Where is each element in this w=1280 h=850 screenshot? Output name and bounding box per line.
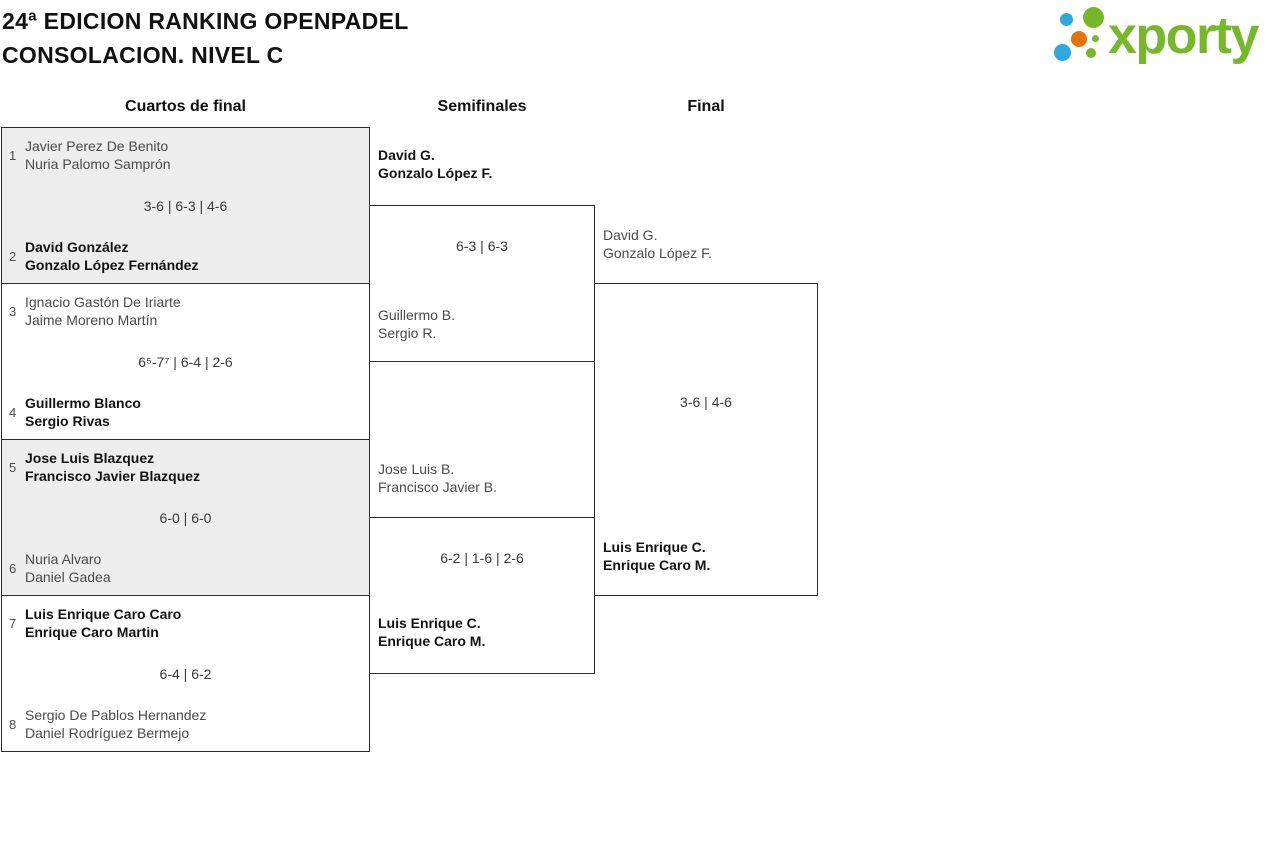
team-names: Sergio De Pablos Hernandez Daniel Rodríg…: [25, 706, 206, 742]
player-name: Enrique Caro M.: [603, 557, 711, 573]
seed-number: 1: [9, 147, 17, 163]
player-name: Enrique Caro M.: [378, 633, 486, 649]
player-name: Gonzalo López F.: [603, 245, 712, 261]
player-name: Francisco Javier Blazquez: [25, 468, 201, 484]
match-score: 6-3 | 6-3: [456, 238, 508, 254]
seed-number: 2: [9, 248, 17, 264]
player-name: Ignacio Gastón De Iriarte: [25, 294, 181, 310]
player-name: Sergio Rivas: [25, 413, 110, 429]
team-names: Nuria Alvaro Daniel Gadea: [25, 550, 111, 586]
sf-match-1: 6-3 | 6-3: [369, 205, 595, 362]
player-name: Guillermo B.: [378, 307, 456, 323]
player-name: Guillermo Blanco: [25, 395, 141, 411]
logo-wordmark: xporty: [1108, 7, 1259, 65]
player-name: Gonzalo López F.: [378, 165, 493, 181]
qf-match-1: 1 Javier Perez De Benito Nuria Palomo Sa…: [1, 127, 370, 284]
page-title-line2: CONSOLACION. NIVEL C: [2, 42, 284, 68]
sf2-bottom-team: Luis Enrique C. Enrique Caro M.: [378, 614, 485, 650]
qf-match-4: 7 Luis Enrique Caro Caro Enrique Caro Ma…: [1, 595, 370, 752]
player-name: Daniel Gadea: [25, 569, 111, 585]
player-name: Nuria Alvaro: [25, 551, 102, 567]
team-row: 2 David González Gonzalo López Fernández: [9, 238, 363, 274]
qf-match-3: 5 Jose Luis Blazquez Francisco Javier Bl…: [1, 439, 370, 596]
player-name: Javier Perez De Benito: [25, 138, 169, 154]
player-name: Jose Luis B.: [378, 461, 455, 477]
final-match: 3-6 | 4-6: [594, 283, 818, 596]
page-title-line1: 24ª EDICION RANKING OPENPADEL: [2, 8, 409, 34]
seed-number: 7: [9, 615, 17, 631]
team-names: David González Gonzalo López Fernández: [25, 238, 198, 274]
match-score: 6-0 | 6-0: [159, 510, 212, 526]
team-row: 4 Guillermo Blanco Sergio Rivas: [9, 394, 363, 430]
match-score: 3-6 | 6-3 | 4-6: [143, 198, 228, 214]
match-score: 6-2 | 1-6 | 2-6: [440, 550, 524, 566]
team-names: Luis Enrique Caro Caro Enrique Caro Mart…: [25, 605, 181, 641]
match-score: 6-4 | 6-2: [159, 666, 212, 682]
team-row: 8 Sergio De Pablos Hernandez Daniel Rodr…: [9, 706, 363, 742]
match-score: 3-6 | 4-6: [680, 394, 732, 410]
team-names: Guillermo Blanco Sergio Rivas: [25, 394, 141, 430]
seed-number: 6: [9, 560, 17, 576]
logo-dot-blue-small: [1060, 13, 1073, 26]
team-names: Javier Perez De Benito Nuria Palomo Samp…: [25, 137, 171, 173]
page-title: 24ª EDICION RANKING OPENPADEL CONSOLACIO…: [2, 4, 409, 72]
seed-number: 8: [9, 716, 17, 732]
logo-dot-green-large: [1083, 7, 1104, 28]
sf1-bottom-team: Guillermo B. Sergio R.: [378, 306, 455, 342]
player-name: Jose Luis Blazquez: [25, 450, 155, 466]
final-bottom-team: Luis Enrique C. Enrique Caro M.: [603, 538, 710, 574]
player-name: David González: [25, 239, 129, 255]
player-name: Luis Enrique Caro Caro: [25, 606, 182, 622]
logo-dot-green-small: [1086, 48, 1096, 58]
player-name: Enrique Caro Martin: [25, 624, 159, 640]
final-top-team: David G. Gonzalo López F.: [603, 226, 712, 262]
player-name: Daniel Rodríguez Bermejo: [25, 725, 190, 741]
team-row: 5 Jose Luis Blazquez Francisco Javier Bl…: [9, 449, 363, 485]
player-name: Sergio R.: [378, 325, 437, 341]
player-name: Francisco Javier B.: [378, 479, 498, 495]
qf-match-2: 3 Ignacio Gastón De Iriarte Jaime Moreno…: [1, 283, 370, 440]
sf-match-2: 6-2 | 1-6 | 2-6: [369, 517, 595, 674]
round-header-final: Final: [687, 98, 725, 115]
team-names: Ignacio Gastón De Iriarte Jaime Moreno M…: [25, 293, 181, 329]
logo-dot-orange: [1071, 31, 1087, 47]
player-name: Sergio De Pablos Hernandez: [25, 707, 207, 723]
seed-number: 3: [9, 303, 17, 319]
xporty-logo[interactable]: xporty: [1050, 0, 1280, 80]
player-name: Luis Enrique C.: [378, 615, 481, 631]
logo-dot-blue-large: [1054, 44, 1071, 61]
logo-dot-green-tiny: [1092, 35, 1099, 42]
seed-number: 4: [9, 404, 17, 420]
player-name: Jaime Moreno Martín: [25, 312, 158, 328]
team-row: 7 Luis Enrique Caro Caro Enrique Caro Ma…: [9, 605, 363, 641]
match-score: 6⁵-7⁷ | 6-4 | 2-6: [138, 354, 233, 370]
team-names: Jose Luis Blazquez Francisco Javier Blaz…: [25, 449, 200, 485]
round-header-semifinals: Semifinales: [437, 98, 527, 115]
player-name: Gonzalo López Fernández: [25, 257, 199, 273]
team-row: 3 Ignacio Gastón De Iriarte Jaime Moreno…: [9, 293, 363, 329]
player-name: Nuria Palomo Samprón: [25, 156, 171, 172]
sf2-top-team: Jose Luis B. Francisco Javier B.: [378, 460, 497, 496]
player-name: David G.: [603, 227, 658, 243]
player-name: Luis Enrique C.: [603, 539, 706, 555]
team-row: 1 Javier Perez De Benito Nuria Palomo Sa…: [9, 137, 363, 173]
team-row: 6 Nuria Alvaro Daniel Gadea: [9, 550, 363, 586]
seed-number: 5: [9, 459, 17, 475]
player-name: David G.: [378, 147, 435, 163]
round-header-quarterfinals: Cuartos de final: [125, 98, 246, 115]
sf1-top-team: David G. Gonzalo López F.: [378, 146, 492, 182]
